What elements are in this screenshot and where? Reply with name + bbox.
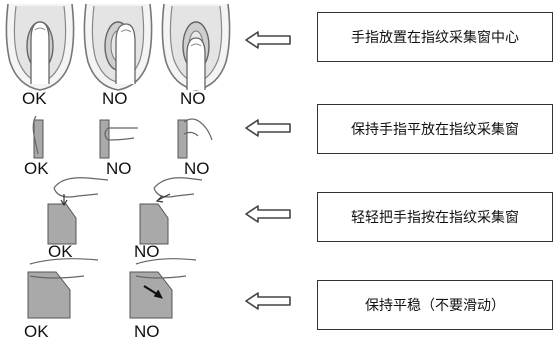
flat-no-2	[177, 118, 213, 159]
instruction-box: 手指放置在指纹采集窗中心	[317, 12, 553, 62]
status-label: OK	[24, 159, 49, 178]
reader-ok-1	[5, 3, 75, 91]
status-label: NO	[134, 242, 160, 261]
instruction-box: 保持平稳（不要滑动）	[317, 280, 553, 330]
press-no	[139, 177, 203, 245]
status-label: NO	[180, 89, 206, 108]
press-ok	[47, 177, 109, 245]
steady-no	[129, 258, 197, 319]
left-arrow-icon	[245, 31, 291, 49]
left-arrow-icon	[245, 205, 291, 223]
steady-ok	[27, 258, 99, 319]
flat-no-1	[99, 119, 138, 159]
reader-no-1	[83, 3, 153, 91]
status-label: NO	[102, 89, 128, 108]
status-label: NO	[184, 159, 210, 178]
left-arrow-icon	[245, 119, 291, 137]
instruction-box: 保持手指平放在指纹采集窗	[317, 104, 553, 154]
status-label: OK	[24, 322, 49, 341]
flat-ok	[32, 115, 44, 159]
status-label: NO	[106, 159, 132, 178]
status-label: OK	[22, 89, 47, 108]
instruction-box: 轻轻把手指按在指纹采集窗	[317, 192, 553, 242]
reader-no-2	[161, 3, 231, 91]
status-label: OK	[48, 242, 73, 261]
left-arrow-icon	[245, 292, 291, 310]
status-label: NO	[134, 322, 160, 341]
